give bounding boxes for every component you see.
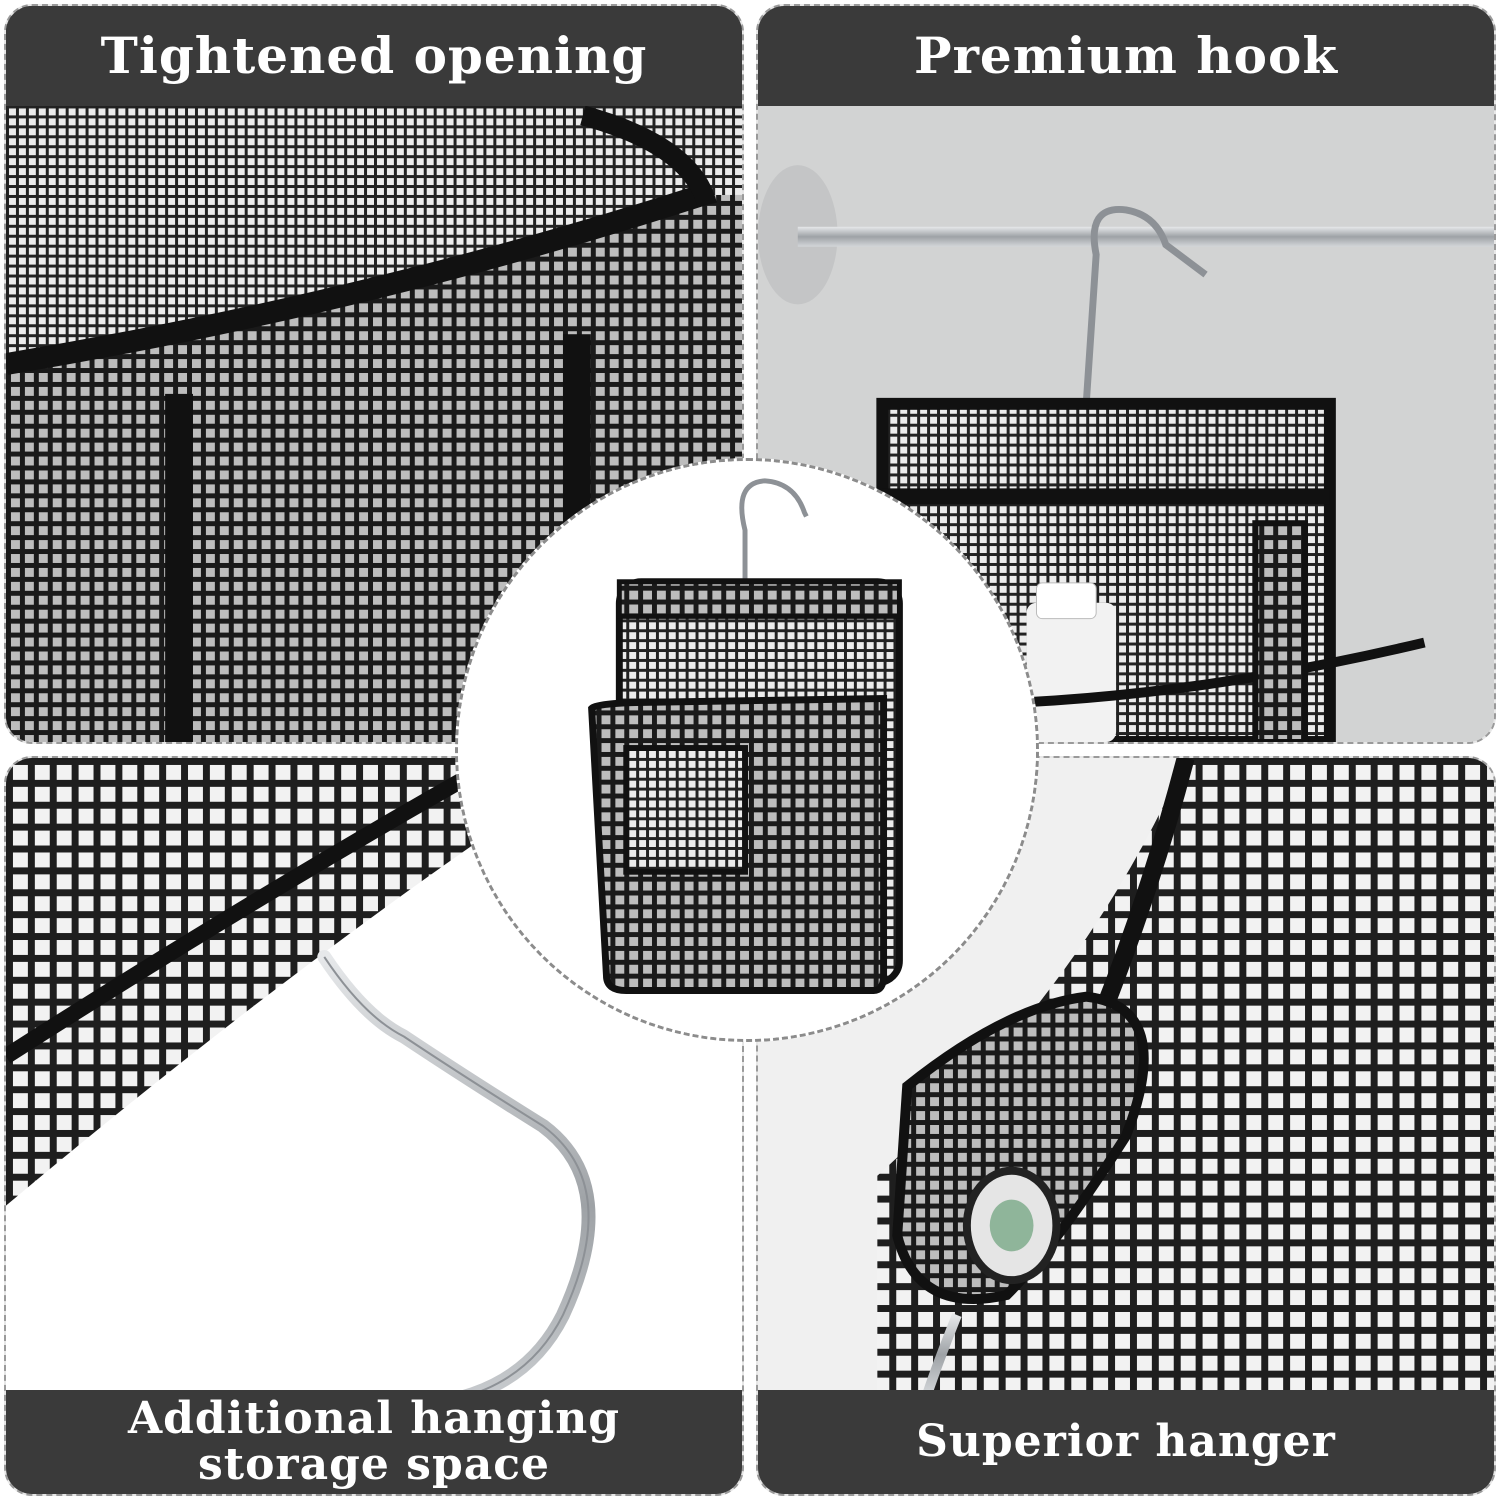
product-overview-circle	[455, 458, 1039, 1042]
panel-label: Superior hanger	[758, 1390, 1494, 1494]
panel-label: Premium hook	[758, 6, 1494, 106]
panel-label-line-2: storage space	[197, 1439, 551, 1490]
panel-tightened-opening: Tightened opening	[4, 4, 744, 744]
mesh-shower-caddy-illustration	[458, 461, 1036, 1039]
panel-label: Additional hanging storage space	[6, 1390, 742, 1494]
panel-label: Tightened opening	[6, 6, 742, 106]
panel-label-line-1: Additional hanging	[127, 1392, 621, 1444]
hook-closeup-illustration	[6, 758, 742, 1494]
